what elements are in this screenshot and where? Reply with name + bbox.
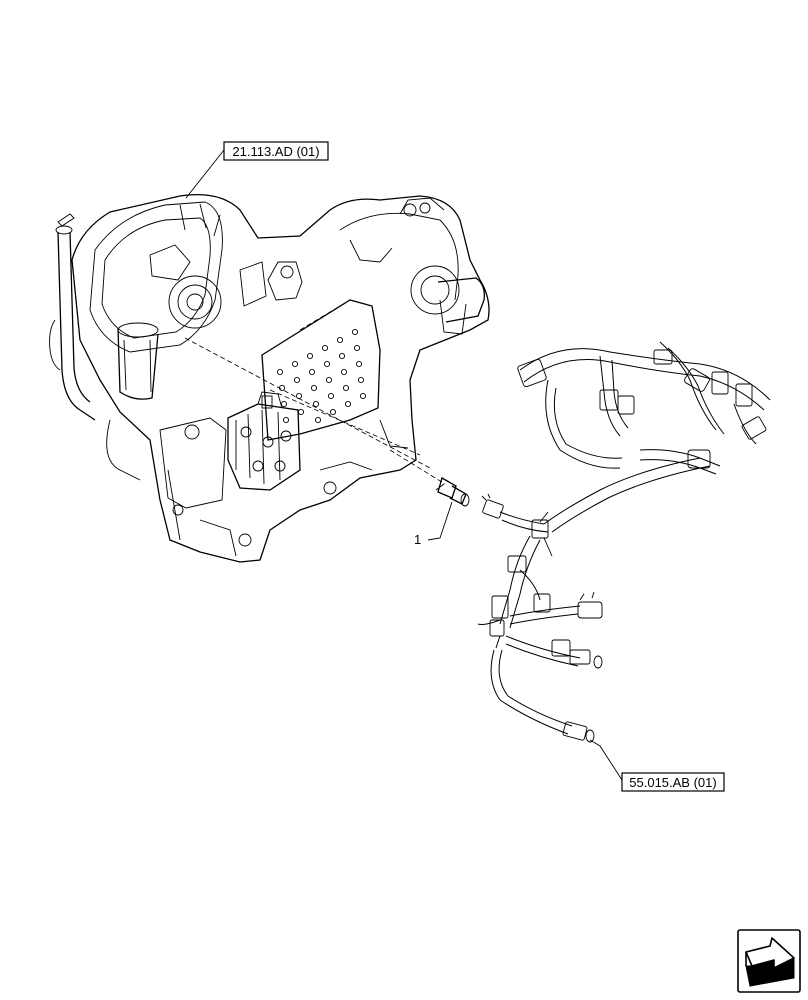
part-number-label: 1 [414,532,421,547]
next-page-arrow-icon[interactable] [737,929,801,993]
harness-callout[interactable]: 55.015.AB (01) [589,739,725,792]
wiring-harness [477,341,771,743]
bolt-pattern [276,328,367,424]
harness-ref-label: 55.015.AB (01) [629,775,716,790]
transmission-assembly [49,193,490,563]
transmission-callout[interactable]: 21.113.AD (01) [185,141,329,199]
sensor-part [389,449,470,541]
transmission-ref-label: 21.113.AD (01) [232,144,319,159]
